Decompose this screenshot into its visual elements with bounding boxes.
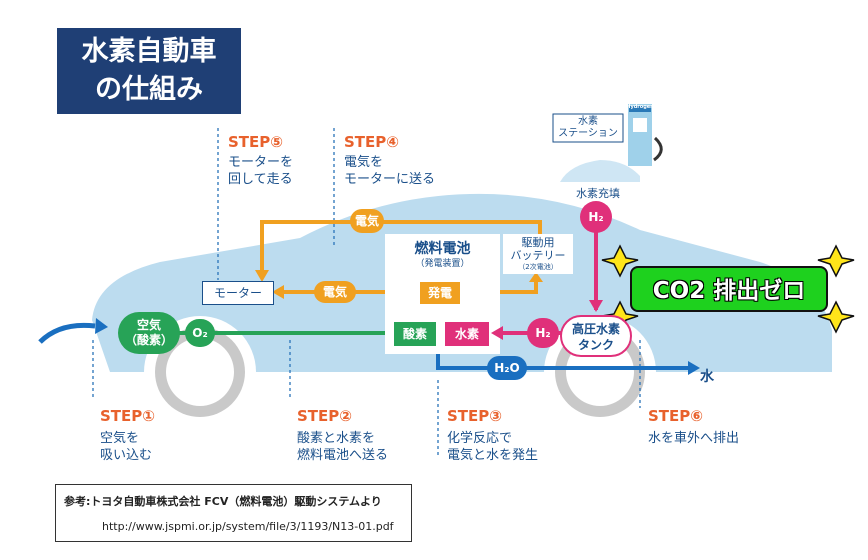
air-bubble: 空気 （酸素） bbox=[118, 312, 180, 354]
step-5-desc: モーターを 回して走る bbox=[228, 155, 294, 187]
h2-tank-bubble: H₂ bbox=[527, 318, 559, 348]
title-line-2: の仕組み bbox=[95, 74, 203, 105]
h2-station-bubble: H₂ bbox=[580, 201, 612, 233]
intake-arrow bbox=[38, 322, 96, 344]
step-6-desc: 水を車外へ排出 bbox=[648, 431, 740, 446]
step-3-desc: 化学反応で 電気と水を発生 bbox=[447, 431, 539, 463]
battery-sub: （2次電池） bbox=[518, 263, 558, 271]
step-2-desc: 酸素と水素を 燃料電池へ送る bbox=[297, 431, 389, 463]
step-guides bbox=[92, 128, 641, 458]
suiso-box: 水素 bbox=[445, 322, 489, 346]
h2o-bubble: H₂O bbox=[487, 356, 527, 380]
step-6-label: STEP⑥ bbox=[648, 407, 703, 425]
fuel-cell-sub: （発電装置） bbox=[415, 259, 470, 269]
title-line-1: 水素自動車 bbox=[81, 36, 217, 67]
co2-zero-banner: CO2 排出ゼロ bbox=[630, 266, 828, 312]
step-2-label: STEP② bbox=[297, 407, 352, 425]
reference-box: 参考:トヨタ自動車株式会社 FCV（燃料電池）駆動システムより http://w… bbox=[55, 484, 412, 542]
denki-top-bubble: 電気 bbox=[350, 209, 384, 233]
hatsuden-box: 発電 bbox=[420, 282, 460, 304]
step-4-desc: 電気を モーターに送る bbox=[344, 155, 436, 187]
denki-mid-bubble: 電気 bbox=[314, 281, 356, 303]
hydrogen-tank: 高圧水素 タンク bbox=[560, 315, 632, 357]
reference-line-1: 参考:トヨタ自動車株式会社 FCV（燃料電池）駆動システムより bbox=[64, 495, 382, 508]
hydrogen-station bbox=[560, 104, 663, 182]
step-1-desc: 空気を 吸い込む bbox=[100, 431, 153, 463]
step-4-label: STEP④ bbox=[344, 133, 399, 151]
battery-box bbox=[503, 234, 573, 274]
station-sign: Hydrogen bbox=[626, 104, 654, 110]
o2-bubble: O₂ bbox=[185, 319, 215, 347]
step-3-label: STEP③ bbox=[447, 407, 502, 425]
station-label: 水素 ステーション bbox=[558, 116, 618, 139]
step-1-label: STEP① bbox=[100, 407, 155, 425]
page-title: 水素自動車 の仕組み bbox=[57, 28, 241, 114]
step-5-label: STEP⑤ bbox=[228, 133, 283, 151]
sanso-box: 酸素 bbox=[394, 322, 436, 346]
reference-url[interactable]: http://www.jspmi.or.jp/system/file/3/119… bbox=[102, 520, 394, 533]
water-label: 水 bbox=[700, 369, 714, 385]
motor-box: モーター bbox=[202, 281, 274, 305]
battery-label: 駆動用 バッテリー bbox=[510, 236, 566, 262]
refuel-label: 水素充填 bbox=[576, 187, 620, 200]
fuel-cell-label: 燃料電池 bbox=[414, 241, 471, 257]
